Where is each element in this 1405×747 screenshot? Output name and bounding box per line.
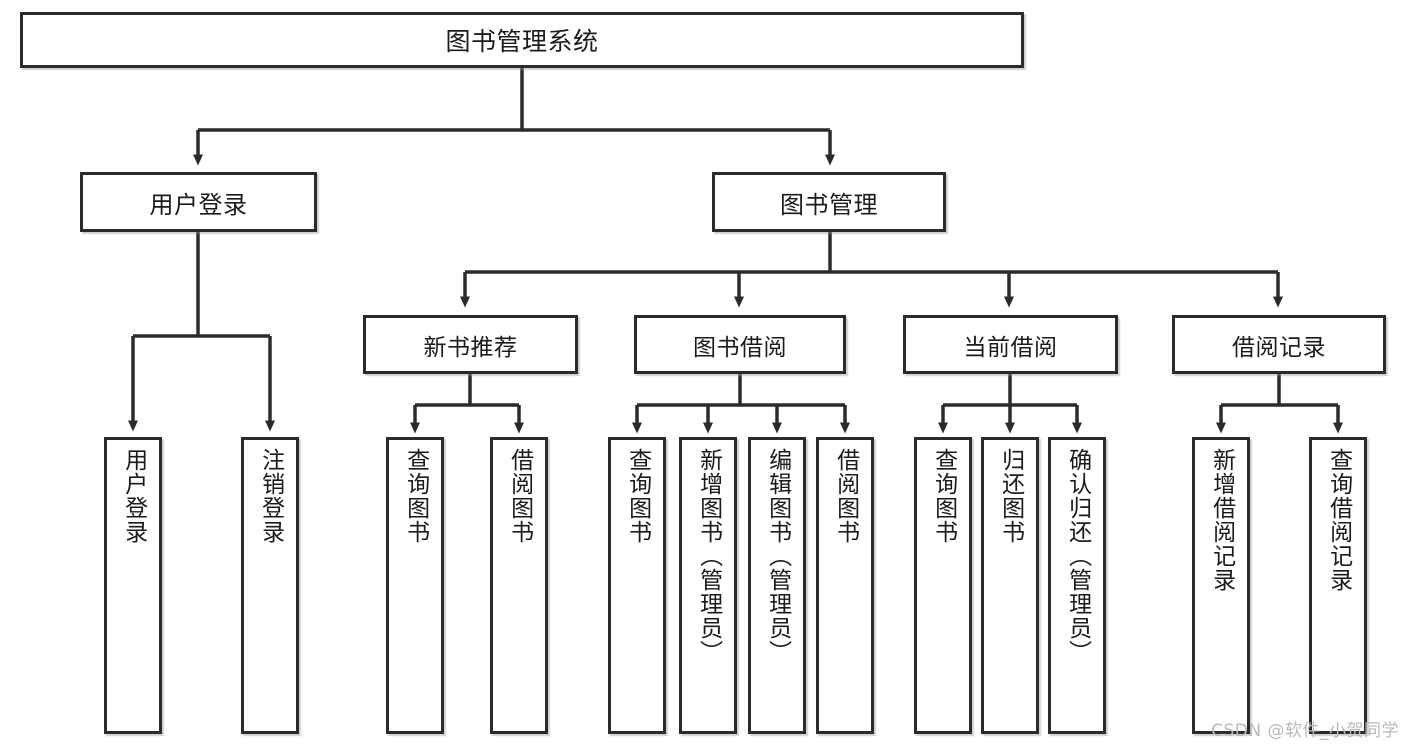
leaf-return-book[interactable]: 归还图书 [981,437,1039,734]
leaf-query-borrow-record[interactable]: 查询借阅记录 [1309,437,1367,734]
leaf-edit-book-admin[interactable]: 编辑图书（管理员） [748,437,806,734]
node-label: 查询图书 [930,448,957,544]
leaf-add-book-admin[interactable]: 新增图书（管理员） [679,437,737,734]
node-label: 查询图书 [624,448,651,544]
node-user-login[interactable]: 用户登录 [80,172,317,232]
node-label: 借阅记录 [1232,334,1326,361]
node-book-management[interactable]: 图书管理 [712,172,946,232]
node-label: 用户登录 [149,190,248,219]
node-label: 注销登录 [257,448,284,544]
leaf-confirm-return-admin[interactable]: 确认归还（管理员） [1048,437,1106,734]
node-label: 确认归还（管理员） [1064,448,1091,664]
node-root-book-management-system[interactable]: 图书管理系统 [20,12,1024,68]
leaf-add-borrow-record[interactable]: 新增借阅记录 [1192,437,1250,734]
node-new-book-recommendation[interactable]: 新书推荐 [363,315,578,374]
node-label: 借阅图书 [832,448,859,544]
leaf-query-book-new[interactable]: 查询图书 [386,437,444,734]
node-book-borrowing[interactable]: 图书借阅 [634,315,846,374]
leaf-logout[interactable]: 注销登录 [241,437,299,734]
node-label: 归还图书 [997,448,1024,544]
node-borrowing-records[interactable]: 借阅记录 [1172,315,1386,374]
node-label: 新增借阅记录 [1208,448,1235,592]
node-label: 图书管理 [780,190,878,219]
node-label: 图书管理系统 [445,27,599,56]
csdn-watermark: CSDN @软件_小贺同学 [1211,721,1399,741]
leaf-query-book-borrow[interactable]: 查询图书 [608,437,666,734]
node-label: 查询借阅记录 [1325,448,1352,592]
leaf-borrow-book[interactable]: 借阅图书 [816,437,874,734]
node-label: 当前借阅 [963,334,1058,361]
leaf-user-login[interactable]: 用户登录 [104,437,162,734]
leaf-query-book-current[interactable]: 查询图书 [914,437,972,734]
node-label: 用户登录 [120,448,147,544]
node-label: 图书借阅 [693,334,787,361]
node-label: 借阅图书 [506,448,533,544]
node-label: 编辑图书（管理员） [764,448,791,664]
node-current-borrowing[interactable]: 当前借阅 [903,315,1118,374]
node-label: 新增图书（管理员） [695,448,722,664]
node-label: 查询图书 [402,448,429,544]
node-label: 新书推荐 [423,334,518,361]
leaf-borrow-book-new[interactable]: 借阅图书 [490,437,548,734]
